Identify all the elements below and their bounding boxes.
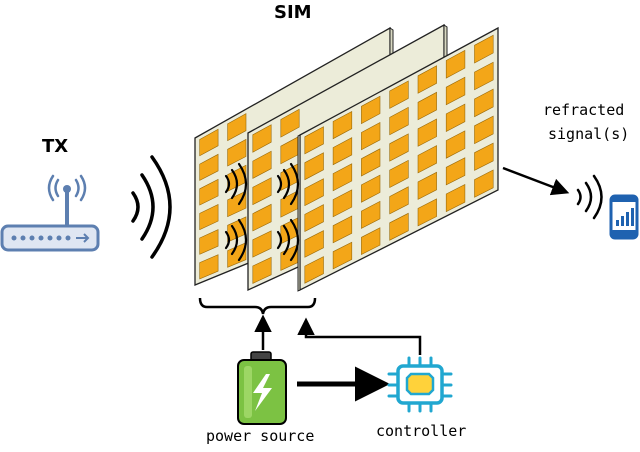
meta-atom: [389, 186, 409, 215]
rx-wave-icon: [576, 174, 603, 220]
meta-atom: [389, 133, 409, 162]
meta-atom: [417, 171, 437, 200]
meta-atom: [227, 242, 247, 268]
meta-atom: [332, 137, 353, 166]
control-arrow-icon: [297, 317, 422, 355]
meta-atom: [252, 124, 272, 153]
meta-atom: [227, 190, 247, 218]
meta-atom: [361, 200, 381, 229]
meta-atom: [445, 103, 466, 132]
meta-atom: [389, 80, 409, 109]
inter-layer-wave-icon: [224, 162, 300, 262]
meta-atom: [361, 121, 381, 151]
refracted-label-line1: refracted: [543, 101, 625, 119]
meta-atom: [252, 150, 272, 179]
meta-atom: [332, 110, 353, 140]
meta-atom: [332, 189, 353, 218]
battery-icon: [237, 351, 287, 425]
meta-atom: [227, 113, 247, 142]
meta-atom: [474, 142, 494, 171]
meta-atom: [199, 128, 219, 157]
meta-atom: [389, 106, 409, 136]
meta-atom: [361, 148, 381, 177]
meta-atom: [417, 118, 437, 147]
sim-label: SIM: [274, 2, 312, 23]
meta-atom: [199, 204, 219, 231]
meta-atom: [445, 157, 466, 186]
meta-atom: [474, 169, 494, 198]
power-source-label: power source: [206, 427, 315, 445]
meta-atom: [361, 227, 381, 255]
refracted-arrow-icon: [502, 166, 570, 196]
meta-atom: [474, 34, 494, 64]
meta-atom: [304, 204, 324, 232]
meta-atom: [252, 256, 272, 284]
meta-atom: [199, 153, 219, 181]
meta-atom: [389, 159, 409, 188]
meta-atom: [332, 241, 353, 270]
meta-atom: [304, 126, 324, 155]
chip-icon: [387, 356, 453, 413]
meta-atom: [332, 163, 353, 192]
meta-atom: [474, 88, 494, 118]
meta-atom: [389, 212, 409, 241]
meta-atom: [280, 108, 300, 138]
meta-atom: [199, 229, 219, 255]
meta-atom: [474, 115, 494, 145]
meta-atom: [332, 215, 353, 244]
tx-label: TX: [42, 136, 69, 157]
meta-atom: [417, 145, 437, 174]
meta-atom: [417, 91, 437, 121]
meta-atom: [445, 184, 466, 213]
meta-atom: [474, 61, 494, 91]
meta-atom: [252, 230, 272, 258]
meta-atom: [417, 198, 437, 227]
meta-atom: [304, 178, 324, 207]
meta-atom: [304, 230, 324, 258]
meta-atom: [304, 256, 324, 284]
meta-atom: [252, 177, 272, 206]
refracted-label-line2: signal(s): [548, 125, 630, 143]
meta-atom: [361, 95, 381, 125]
layers-brace: [198, 297, 317, 315]
phone-icon: [609, 194, 639, 240]
metasurface-layer-3: [297, 26, 499, 292]
meta-atom: [417, 65, 437, 94]
meta-atom: [445, 49, 466, 79]
meta-atom: [361, 174, 381, 203]
meta-atom: [445, 130, 466, 159]
meta-atom: [199, 254, 219, 280]
meta-atom: [199, 178, 219, 206]
router-icon: [0, 174, 100, 252]
meta-atom: [445, 76, 466, 106]
meta-atom: [227, 138, 247, 167]
tx-wave-icon: [131, 155, 172, 259]
controller-label: controller: [376, 422, 467, 440]
meta-atom: [252, 203, 272, 232]
meta-atom: [304, 152, 324, 181]
